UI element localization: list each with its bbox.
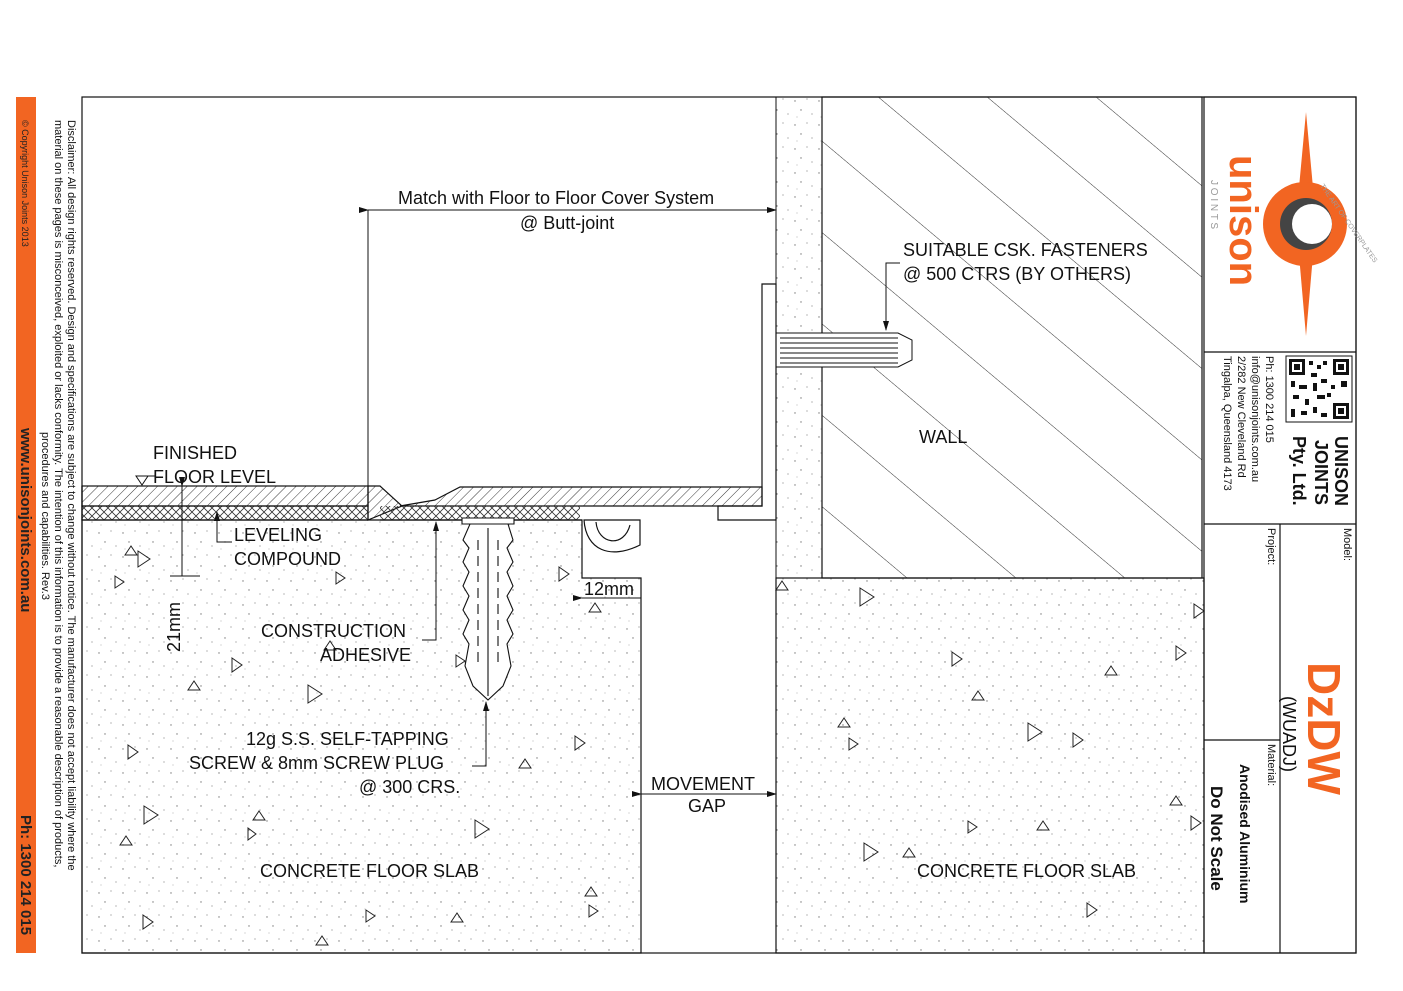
material-label: Material: <box>1265 744 1277 786</box>
fasteners-label: SUITABLE CSK. FASTENERS <box>903 240 1148 260</box>
dim-12-label: 12mm <box>584 579 634 599</box>
leveling-label: LEVELING <box>234 525 322 545</box>
disclaimer-line-1: Disclaimer: All design rights reserved. … <box>65 120 77 871</box>
disclaimer-line-2: material on these pages is misconceived,… <box>52 120 64 867</box>
wall-label: WALL <box>919 427 967 447</box>
screw-label-2: SCREW & 8mm SCREW PLUG <box>189 753 444 773</box>
scale-note: Do Not Scale <box>1207 786 1226 891</box>
qr-code[interactable] <box>1285 355 1353 423</box>
company-email[interactable]: info@unisonjoints.com.au <box>1249 356 1261 482</box>
company-name: UNISON <box>1331 436 1351 506</box>
wall-fastener <box>767 332 913 368</box>
wall-angle-profile <box>399 283 777 553</box>
adhesive-label-2: ADHESIVE <box>320 645 411 665</box>
floor-finish <box>81 485 582 521</box>
strip-phone: Ph: 1300 214 015 <box>17 815 34 935</box>
model-value: DzDW <box>1298 662 1350 795</box>
brand-strip <box>16 97 36 953</box>
company-address-1: 2/282 New Cleveland Rd <box>1235 356 1247 478</box>
screw-label: 12g S.S. SELF-TAPPING <box>246 729 449 749</box>
finished-floor-label-2: FLOOR LEVEL <box>153 467 276 487</box>
aggregate-marks <box>114 545 1205 946</box>
left-slab-label: CONCRETE FLOOR SLAB <box>260 861 479 881</box>
movement-gap-label: MOVEMENT <box>651 774 755 794</box>
finished-floor-label: FINISHED <box>153 443 237 463</box>
match-label: Match with Floor to Floor Cover System <box>398 188 714 208</box>
right-concrete-slab <box>775 577 1205 954</box>
match-label-2: @ Butt-joint <box>520 213 614 233</box>
anchor-screw <box>461 517 515 701</box>
company-name-3: Pty. Ltd. <box>1289 436 1309 506</box>
project-label: Project: <box>1265 528 1277 565</box>
company-phone: Ph: 1300 214 015 <box>1263 356 1275 443</box>
dim-21-label: 21mm <box>164 602 184 652</box>
logo-subtext: J O I N T S <box>1208 180 1219 229</box>
material-value: Anodised Aluminium <box>1237 764 1253 903</box>
model-label: Model: <box>1341 528 1353 561</box>
company-address-2: Tingalpa, Queensland 4173 <box>1221 356 1233 491</box>
movement-gap-label-2: GAP <box>688 796 726 816</box>
company-name-2: JOINTS <box>1311 440 1331 505</box>
logo-wordmark: unison <box>1221 155 1265 286</box>
right-slab-label: CONCRETE FLOOR SLAB <box>917 861 1136 881</box>
model-code: (WUADJ) <box>1279 696 1299 772</box>
website-link[interactable]: www.unisonjoints.com.au <box>17 427 34 612</box>
leveling-label-2: COMPOUND <box>234 549 341 569</box>
copyright-text: © Copyright Unison Joints 2013 <box>20 120 30 247</box>
title-block <box>1203 96 1357 954</box>
fasteners-label-2: @ 500 CTRS (BY OTHERS) <box>903 264 1131 284</box>
adhesive-label: CONSTRUCTION <box>261 621 406 641</box>
screw-label-3: @ 300 CRS. <box>359 777 460 797</box>
disclaimer-line-3: procedures and capabilities. Rev.3 <box>39 432 51 600</box>
unison-logo <box>1263 112 1347 336</box>
